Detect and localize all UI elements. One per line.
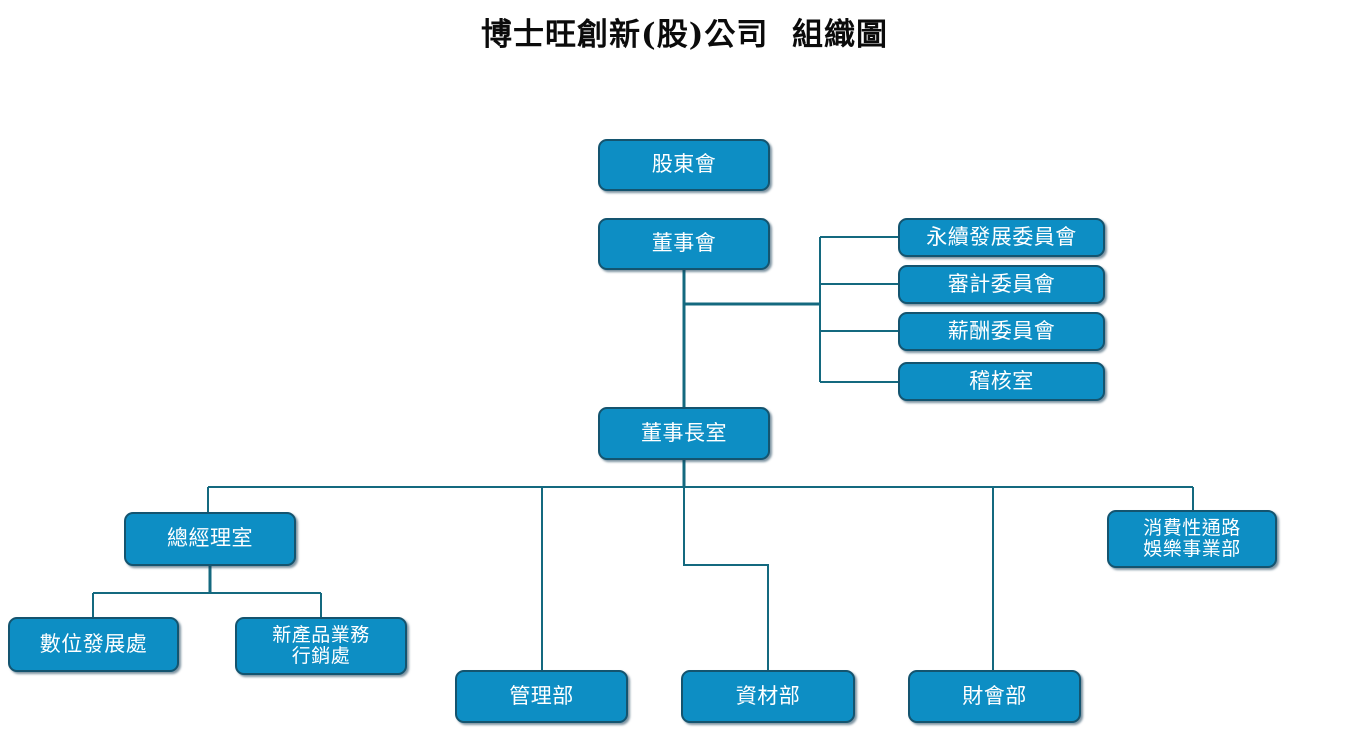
org-node-digital-dev[interactable]: 數位發展處 <box>8 617 179 672</box>
org-node-label: 新產品業務 行銷處 <box>272 623 370 667</box>
org-node-label: 董事長室 <box>641 420 727 445</box>
page-title: 博士旺創新(股)公司 組織圖 <box>481 17 888 53</box>
org-node-admin-dept[interactable]: 管理部 <box>455 670 628 723</box>
org-node-gm-office[interactable]: 總經理室 <box>124 512 296 566</box>
org-node-label: 永續發展委員會 <box>926 224 1077 249</box>
edge-gm-sub-bus <box>92 566 322 617</box>
org-node-label: 數位發展處 <box>39 631 148 656</box>
org-node-esg-committee[interactable]: 永續發展委員會 <box>898 218 1105 257</box>
org-node-materials-dept[interactable]: 資材部 <box>681 670 855 723</box>
org-node-label: 消費性通路 娛樂事業部 <box>1143 516 1241 560</box>
org-node-label: 薪酬委員會 <box>947 318 1056 343</box>
org-node-label: 審計委員會 <box>947 271 1056 296</box>
org-node-chairman-office[interactable]: 董事長室 <box>598 407 770 460</box>
org-node-board[interactable]: 董事會 <box>598 218 770 270</box>
org-node-label: 管理部 <box>509 683 574 708</box>
org-node-new-product[interactable]: 新產品業務 行銷處 <box>235 617 407 675</box>
drop-to-materials-dept <box>683 487 769 670</box>
org-node-audit-committee[interactable]: 審計委員會 <box>898 265 1105 304</box>
org-node-label: 總經理室 <box>167 526 253 551</box>
org-node-consumer-div[interactable]: 消費性通路 娛樂事業部 <box>1107 510 1277 568</box>
org-node-finance-dept[interactable]: 財會部 <box>908 670 1081 723</box>
org-node-audit-office[interactable]: 稽核室 <box>898 362 1105 401</box>
org-node-label: 稽核室 <box>969 368 1034 393</box>
org-node-shareholders[interactable]: 股東會 <box>598 139 770 191</box>
org-node-label: 董事會 <box>651 231 717 256</box>
org-node-comp-committee[interactable]: 薪酬委員會 <box>898 312 1105 351</box>
org-node-label: 股東會 <box>651 152 717 177</box>
org-node-label: 資材部 <box>735 683 801 708</box>
org-node-label: 財會部 <box>962 683 1027 708</box>
